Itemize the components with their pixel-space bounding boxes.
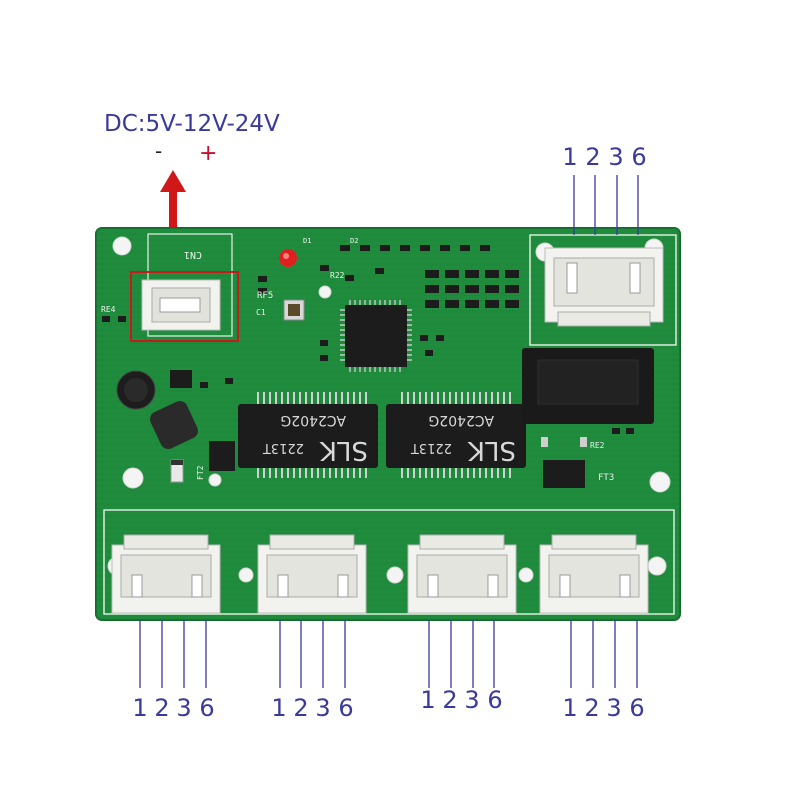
power-voltage-label: DC:5V-12V-24V bbox=[104, 111, 280, 137]
silk-re4: RE4 bbox=[101, 305, 116, 314]
silk-ft3: FT3 bbox=[598, 473, 614, 483]
power-minus-label: - bbox=[155, 139, 162, 163]
port-3-pin-3: 3 bbox=[464, 686, 479, 714]
top-port-connector bbox=[544, 247, 664, 327]
port-2-pin-2: 2 bbox=[293, 694, 308, 722]
connector-silk-cn1: CN1 bbox=[184, 249, 202, 260]
bottom-port-connector-4 bbox=[539, 534, 649, 614]
port-4-pin-2: 2 bbox=[584, 694, 599, 722]
module-block bbox=[522, 348, 654, 424]
port-1-pin-3: 3 bbox=[176, 694, 191, 722]
bottom-port-connector-3 bbox=[407, 534, 517, 614]
port-1-pin-1: 1 bbox=[132, 694, 147, 722]
silk-d1: D1 bbox=[303, 237, 311, 245]
bottom-port-4-pin-labels: 1 2 3 6 bbox=[562, 694, 644, 722]
bottom-port-connector-2 bbox=[257, 534, 367, 614]
port-2-pin-3: 3 bbox=[315, 694, 330, 722]
port-4-pin-6: 6 bbox=[629, 694, 644, 722]
top-port-pin-3: 3 bbox=[608, 143, 623, 171]
silk-c1: C1 bbox=[256, 308, 266, 317]
transformer-1-part: 2213T bbox=[263, 440, 304, 455]
top-port-pin-labels: 1 2 3 6 bbox=[562, 143, 646, 171]
transformer-2: SLK 2213T AC2402G bbox=[386, 392, 526, 478]
silk-r22: R22 bbox=[330, 271, 345, 280]
transformer-1-brand: SLK bbox=[319, 435, 368, 465]
bottom-port-3-pin-labels: 1 2 3 6 bbox=[420, 686, 502, 714]
top-port-pin-6: 6 bbox=[631, 143, 646, 171]
top-port-leaders bbox=[573, 175, 639, 235]
small-components bbox=[102, 245, 634, 488]
silkscreen-labels: RF5 C1 R22 RE2 FT3 FT2 RE4 D1 D2 bbox=[101, 237, 614, 483]
port-4-pin-1: 1 bbox=[562, 694, 577, 722]
transformer-1: SLK 2213T AC2402G bbox=[238, 392, 378, 478]
silk-rf5: RF5 bbox=[257, 291, 273, 301]
bottom-port-2-pin-labels: 1 2 3 6 bbox=[271, 694, 353, 722]
silk-ft2: FT2 bbox=[196, 465, 205, 480]
port-2-pin-6: 6 bbox=[338, 694, 353, 722]
power-connector: CN1 bbox=[141, 249, 221, 331]
bottom-port-connector-1 bbox=[111, 534, 221, 614]
power-plus-label: + bbox=[199, 141, 217, 166]
transformer-2-code: AC2402G bbox=[428, 412, 494, 428]
port-2-pin-1: 1 bbox=[271, 694, 286, 722]
transformer-1-code: AC2402G bbox=[280, 412, 346, 428]
port-3-pin-1: 1 bbox=[420, 686, 435, 714]
bottom-port-leaders bbox=[139, 620, 638, 688]
transformer-2-part: 2213T bbox=[411, 440, 452, 455]
port-3-pin-2: 2 bbox=[442, 686, 457, 714]
controller-chip bbox=[340, 300, 412, 372]
silk-d2: D2 bbox=[350, 237, 358, 245]
port-4-pin-3: 3 bbox=[606, 694, 621, 722]
top-port-pin-2: 2 bbox=[585, 143, 600, 171]
port-1-pin-2: 2 bbox=[154, 694, 169, 722]
transformer-2-brand: SLK bbox=[467, 435, 516, 465]
silk-re2: RE2 bbox=[590, 441, 605, 450]
port-1-pin-6: 6 bbox=[199, 694, 214, 722]
power-connector-highlight bbox=[130, 271, 239, 342]
port-3-pin-6: 6 bbox=[487, 686, 502, 714]
bottom-port-1-pin-labels: 1 2 3 6 bbox=[132, 694, 214, 722]
top-port-pin-1: 1 bbox=[562, 143, 577, 171]
